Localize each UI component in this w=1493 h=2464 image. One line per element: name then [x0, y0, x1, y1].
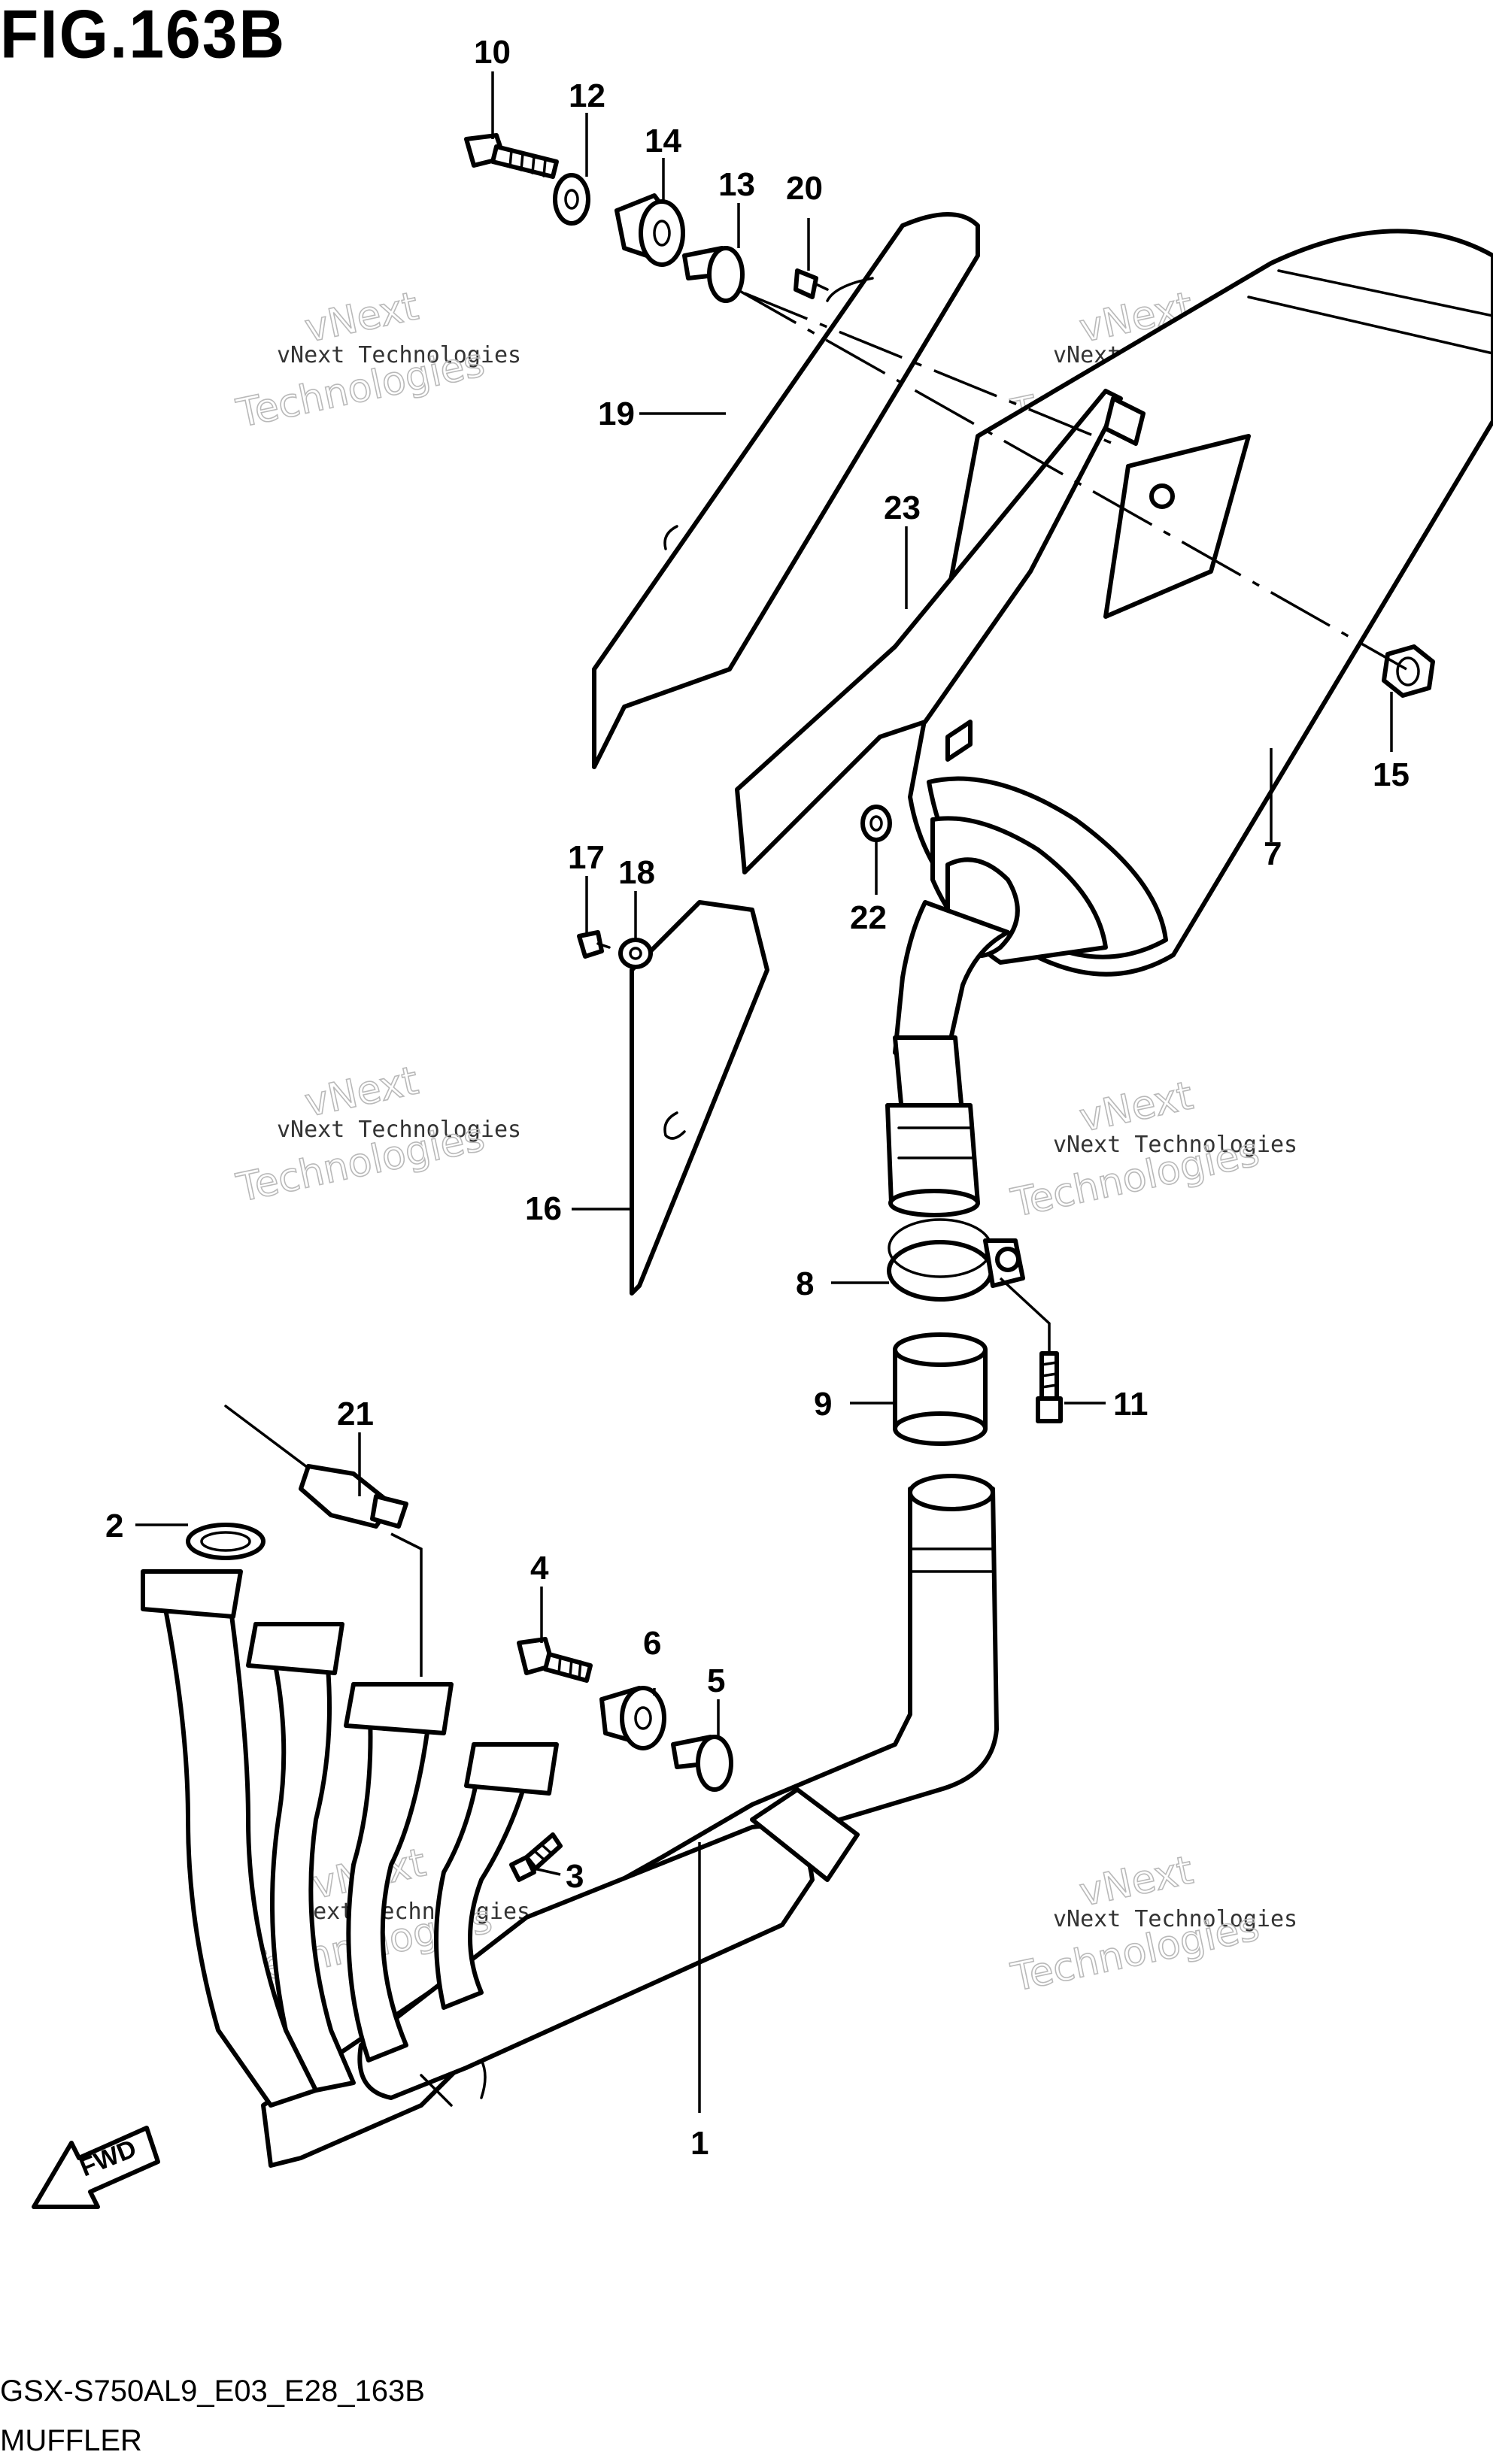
- watermark-bottom-right: vNext Technologies vNext Technologies: [1006, 1847, 1297, 2002]
- fwd-arrow-icon: FWD: [32, 2126, 160, 2209]
- watermark-mid-left: vNext Technologies vNext Technologies: [232, 1058, 521, 1212]
- callout-3: 3: [566, 1858, 584, 1895]
- callout-5: 5: [707, 1662, 725, 1699]
- svg-text:vNext Technologies: vNext Technologies: [286, 1899, 530, 1925]
- svg-text:vNext Technologies: vNext Technologies: [1053, 1132, 1297, 1158]
- callout-leaders: [135, 71, 1393, 2113]
- callout-6: 6: [643, 1625, 661, 1662]
- part-7-muffler: [885, 229, 1493, 1217]
- callout-1: 1: [690, 2125, 709, 2162]
- callout-21: 21: [337, 1396, 374, 1432]
- watermark-top-left: vNext Technologies vNext Technologies: [232, 283, 521, 438]
- callout-13: 13: [718, 166, 755, 203]
- part-21-oxygen-sensor: [224, 1405, 408, 1529]
- callout-22: 22: [850, 899, 887, 936]
- svg-text:vNext Technologies: vNext Technologies: [277, 342, 521, 368]
- callout-15: 15: [1373, 756, 1410, 793]
- part-8-clamp: [887, 1218, 1025, 1302]
- part-9-gasket: [893, 1332, 988, 1446]
- callout-12: 12: [569, 77, 605, 114]
- assembly-axis-lines: [390, 288, 1407, 1677]
- part-14-grommet: [614, 193, 685, 267]
- part-18-nut: [618, 938, 653, 969]
- callout-19: 19: [598, 396, 635, 432]
- part-4-bolt: [517, 1637, 593, 1683]
- part-15-nut: [1382, 644, 1435, 698]
- part-2-gasket-ring: [186, 1523, 266, 1560]
- figure-title: FIG.163B: [0, 0, 287, 73]
- part-12-washer: [553, 173, 590, 226]
- callout-20: 20: [786, 170, 823, 207]
- part-13-collar: [682, 246, 745, 303]
- callout-labels: 10 12 14 13 20 19 23 15 7 22 17 18 16 8 …: [105, 34, 1410, 2162]
- callout-18: 18: [618, 854, 655, 891]
- part-5-collar: [671, 1735, 733, 1792]
- part-19-upper-cover: [592, 212, 980, 769]
- part-10-bolt: [464, 133, 559, 179]
- part-1-exhaust-pipe: [141, 1474, 999, 2168]
- callout-10: 10: [474, 34, 511, 71]
- callout-2: 2: [105, 1508, 123, 1544]
- part-16-lower-cover: [630, 900, 769, 1296]
- callout-4: 4: [530, 1550, 549, 1587]
- model-code: GSX-S750AL9_E03_E28_163B: [0, 2375, 425, 2408]
- callout-17: 17: [568, 839, 605, 876]
- part-20-screw: [794, 268, 829, 299]
- callout-16: 16: [525, 1190, 562, 1227]
- assembly-name: MUFFLER: [0, 2424, 142, 2457]
- callout-14: 14: [645, 123, 681, 159]
- callout-9: 9: [814, 1386, 832, 1423]
- part-11-bolt: [1036, 1351, 1063, 1423]
- svg-text:vNext Technologies: vNext Technologies: [1053, 1906, 1297, 1932]
- callout-8: 8: [796, 1265, 814, 1302]
- callout-11: 11: [1113, 1386, 1149, 1423]
- part-3-bolt: [509, 1832, 563, 1882]
- watermark-mid-right: vNext Technologies vNext Technologies: [1006, 1073, 1297, 1227]
- part-6-grommet: [599, 1686, 666, 1750]
- callout-23: 23: [884, 489, 921, 526]
- part-22-washer: [860, 805, 892, 842]
- callout-7: 7: [1264, 835, 1282, 872]
- part-23-inner-cover: [735, 389, 1146, 874]
- svg-text:vNext Technologies: vNext Technologies: [277, 1117, 521, 1143]
- part-17-screw: [577, 930, 611, 959]
